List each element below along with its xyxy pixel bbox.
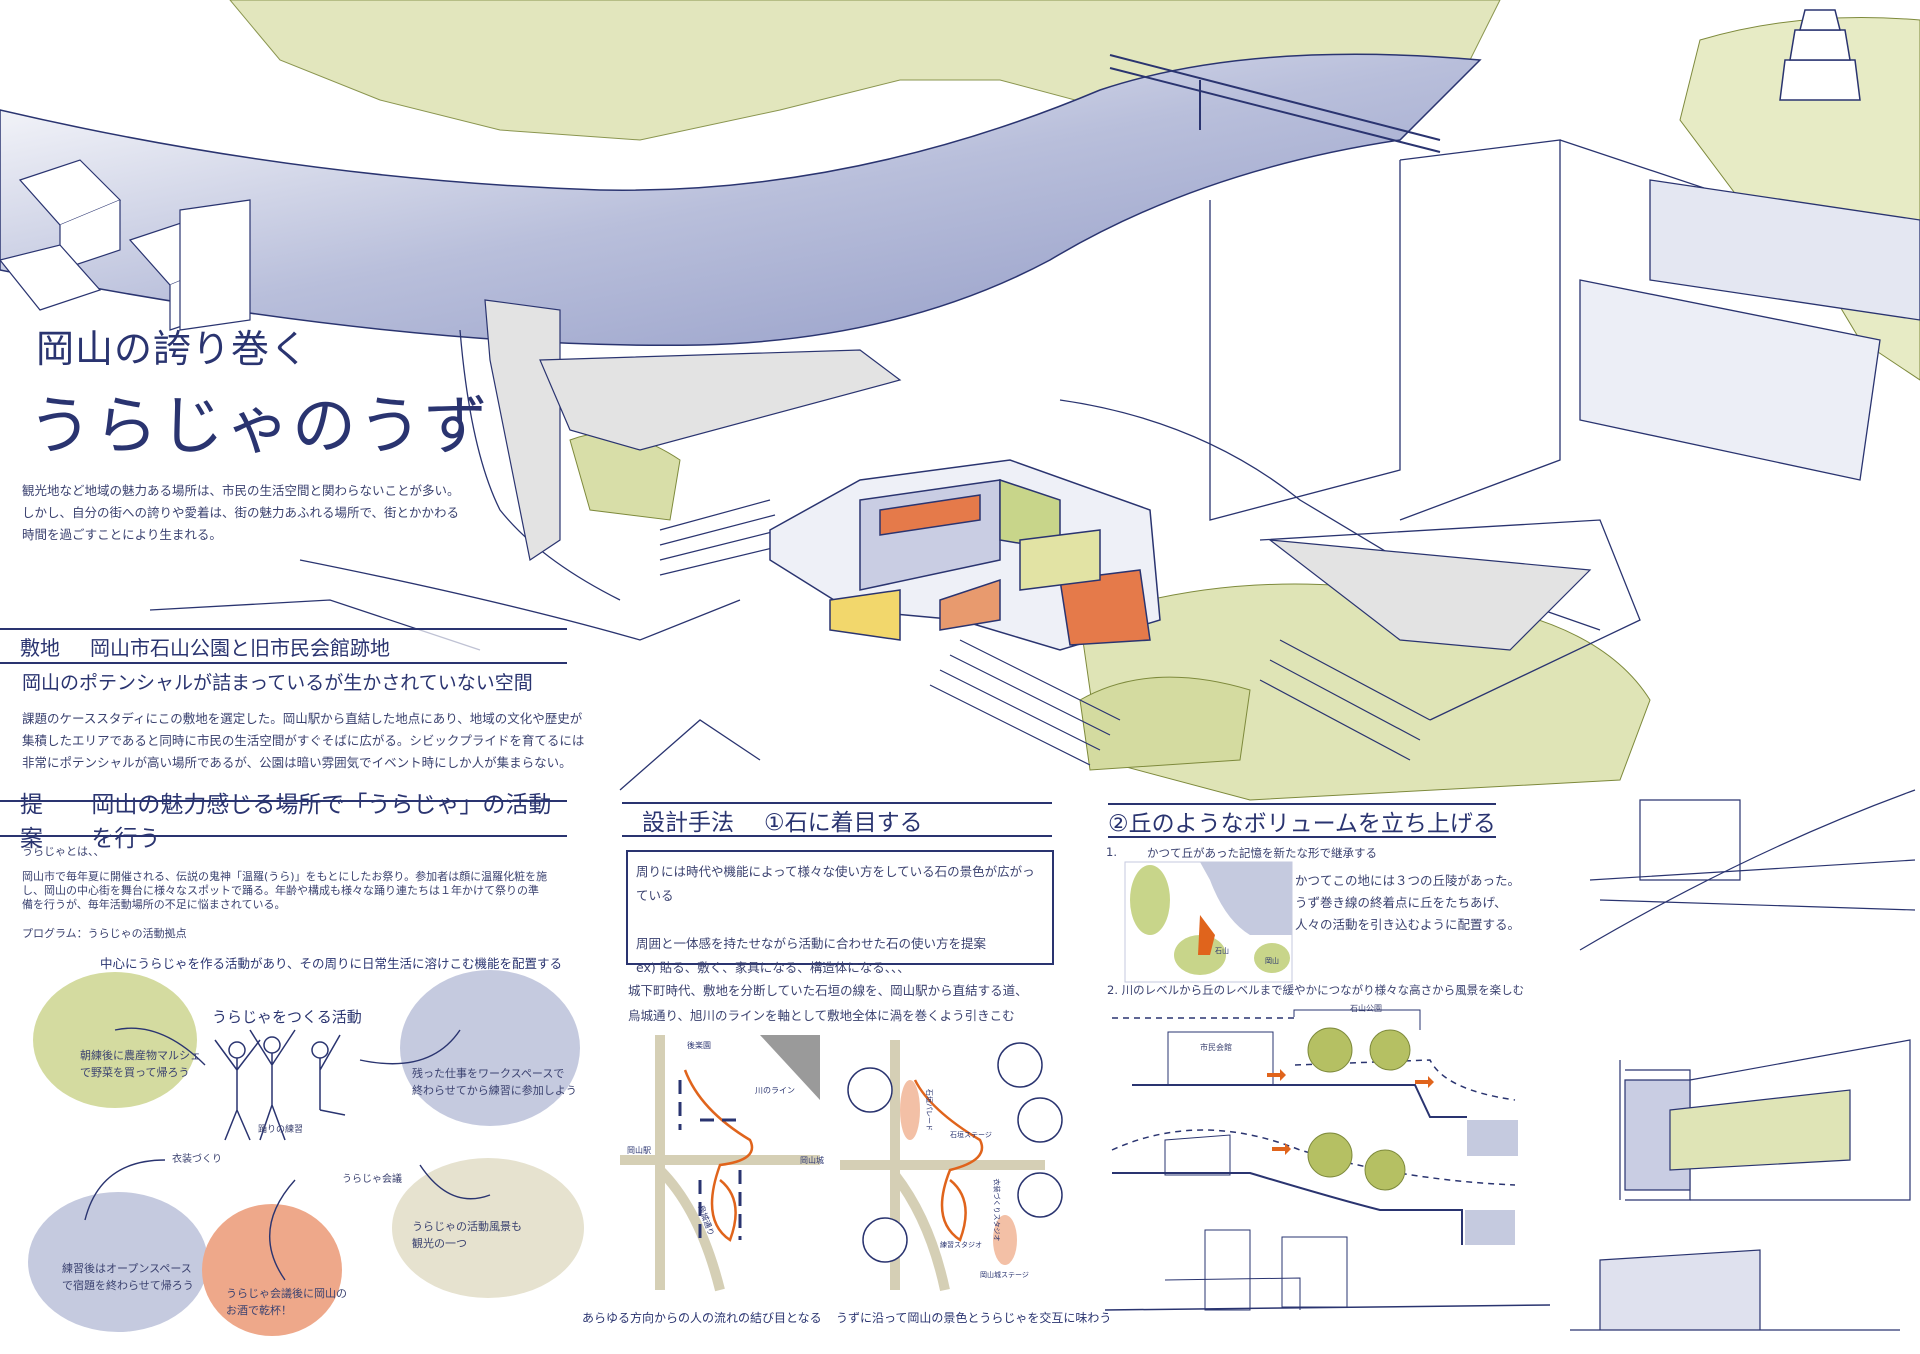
bubble-text: 終わらせてから練習に参加しよう [412, 1084, 577, 1097]
hill-label-ishiyama: 石山 [1215, 947, 1229, 955]
activity-costume: 衣装づくり [172, 1154, 222, 1165]
step1-body-line: うず巻き線の終着点に丘をたちあげ、 [1295, 895, 1507, 910]
castle-icon [1779, 9, 1861, 101]
plazas [484, 299, 1592, 651]
bubble-text: うらじゃ会議後に岡山の [226, 1287, 347, 1300]
bubble-text: 観光の一つ [412, 1237, 467, 1250]
step1-body-line: かつてこの地には３つの丘陵があった。 [1295, 873, 1521, 888]
bubble-text: で野菜を買って帰ろう [80, 1066, 190, 1079]
method2-title: ②丘のようなボリュームを立ち上げる [1108, 810, 1496, 837]
hills-map [1124, 861, 1293, 983]
method1-box: 周りには時代や機能によって様々な使い方をしている石の景色が広がっている 周囲と一… [626, 850, 1054, 975]
bubble-work: 残った仕事をワークスペースで終わらせてから練習に参加しよう [412, 1065, 577, 1099]
site-body: 課題のケーススタディにこの敷地を選定した。岡山駅から直結した地点にあり、地域の文… [22, 708, 584, 774]
map2-label-castle-stage: 岡山城ステージ [980, 1271, 1029, 1279]
map2-label-parade: 石垣パレード [925, 1089, 933, 1131]
section-label-park: 石山公園 [1350, 1004, 1382, 1013]
map2-label-studio: 衣装づくりスタジオ [992, 1178, 1001, 1242]
bubble-study-bg [28, 1192, 208, 1332]
proposal-header: 提案 岡山の魅力感じる場所で「うらじゃ」の活動を行う [0, 792, 567, 852]
site-subtitle: 岡山のポテンシャルが詰まっているが生かされていない空間 [22, 672, 533, 694]
swirl-map-left [620, 1035, 820, 1292]
bubble-text: うらじゃの活動風景も [412, 1220, 522, 1233]
river [0, 53, 1482, 347]
central-building [769, 459, 1161, 651]
proposal-title: 岡山の魅力感じる場所で「うらじゃ」の活動を行う [91, 791, 552, 852]
activity-meeting: うらじゃ会議 [342, 1174, 402, 1185]
intro-line: 時間を過ごすことにより生まれる。 [22, 527, 222, 542]
swirl-map-right [840, 1040, 1063, 1292]
map-label-river: 川のライン [755, 1086, 795, 1095]
method2-header: ②丘のようなボリュームを立ち上げる [1108, 803, 1496, 838]
bubble-text: 朝練後に農産物マルシェ [80, 1049, 201, 1062]
map-label-garden: 後楽園 [687, 1041, 711, 1050]
caption-left: あらゆる方向からの人の流れの結び目となる [582, 1311, 822, 1325]
method1-header: 設計手法 ①石に着目する [622, 802, 1052, 837]
step1-body: かつてこの地には３つの丘陵があった。 うず巻き線の終着点に丘をたちあげ、 人々の… [1295, 870, 1520, 936]
map2-label-stage: 石垣ステージ [950, 1131, 992, 1139]
stairs [659, 499, 1431, 766]
intro-line: 観光地など地域の魅力ある場所は、市民の生活空間と関わらないことが多い。 [22, 483, 460, 498]
concept-text: 中心にうらじゃを作る活動があり、その周りに日常生活に溶けこむ機能を配置する [100, 956, 563, 971]
bubble-study: 練習後はオープンスペースで宿題を終わらせて帰ろう [62, 1260, 194, 1294]
dancers-sketch [214, 1029, 346, 1141]
section-label-hall: 市民会館 [1200, 1043, 1232, 1052]
houses [0, 159, 251, 331]
bubble-text: で宿題を終わらせて帰ろう [62, 1279, 194, 1292]
hill-label-okayama: 岡山 [1265, 957, 1279, 965]
caption-right: うずに沿って岡山の景色とうらじゃを交互に味わう [836, 1311, 1112, 1325]
perspective-sketches [1570, 789, 1916, 1331]
uraja-what-is: うらじゃとは、、 [22, 845, 105, 858]
proposal-label: 提案 [20, 791, 43, 852]
method1-title: ①石に着目する [764, 809, 923, 836]
site-body-line: 非常にポテンシャルが高い場所であるが、公園は暗い雰囲気でイベント時にしか人が集ま… [22, 755, 572, 770]
site-header: 敷地 岡山市石山公園と旧市民会館跡地 [0, 628, 567, 664]
title-line-2: うらじゃのうず [28, 390, 490, 464]
program-text: プログラム：うらじゃの活動拠点 [22, 927, 187, 940]
box-line: 周囲と一体感を持たせながら活動に合わせた石の使い方を提案 [636, 936, 987, 951]
box-line: 周りには時代や機能によって様々な使い方をしている石の景色が広がっている [636, 864, 1035, 903]
site-body-line: 集積したエリアであると同時に市民の生活空間がすぐそばに広がる。シビックプライドを… [22, 733, 585, 748]
center-activity-label: うらじゃをつくる活動 [212, 1008, 362, 1026]
intro-line: しかし、自分の街への誇りや愛着は、街の魅力あふれる場所で、街とかかわる [22, 505, 460, 520]
box-line: ex) 貼る、敷く、家具になる、構造体になる、、、 [636, 960, 910, 975]
site-label: 敷地 [20, 635, 60, 660]
method1-label: 設計手法 [642, 809, 734, 836]
bubble-tourism-bg [392, 1158, 584, 1298]
method1-body-line: 烏城通り、旭川のラインを軸として敷地全体に渦を巻くよう引きこむ [628, 1008, 1015, 1023]
proposal-body-line: 備を行うが、毎年活動場所の不足に悩まされている。 [22, 898, 286, 911]
method1-body: 城下町時代、敷地を分断していた石垣の線を、岡山駅から直結する道、 烏城通り、旭川… [628, 978, 1028, 1028]
intro-text: 観光地など地域の魅力ある場所は、市民の生活空間と関わらないことが多い。 しかし、… [22, 480, 460, 546]
bubble-work-bg [400, 970, 580, 1126]
site-title: 岡山市石山公園と旧市民会館跡地 [90, 635, 390, 660]
sections [1104, 1009, 1551, 1311]
step1-body-line: 人々の活動を引き込むように配置する。 [1295, 917, 1521, 932]
map-label-station: 岡山駅 [627, 1146, 651, 1155]
method1-body-line: 城下町時代、敷地を分断していた石垣の線を、岡山駅から直結する道、 [628, 983, 1028, 998]
map-label-castle: 岡山城 [800, 1156, 824, 1165]
site-body-line: 課題のケーススタディにこの敷地を選定した。岡山駅から直結した地点にあり、地域の文… [22, 711, 583, 726]
title-line-1: 岡山の誇り巻く [36, 327, 310, 371]
forest-canopy [229, 0, 1920, 801]
bubble-tourism: うらじゃの活動風景も観光の一つ [412, 1218, 522, 1252]
step2-text: 2. 川のレベルから丘のレベルまで緩やかにつながり様々な高さから風景を楽しむ [1107, 983, 1525, 997]
bubble-text: 残った仕事をワークスペースで [412, 1067, 565, 1080]
bubble-text: お酒で乾杯！ [226, 1304, 292, 1317]
map2-label-practice: 練習スタジオ [940, 1241, 982, 1249]
flow-arrows [1267, 1069, 1434, 1155]
proposal-body-line: し、岡山の中心街を舞台に様々なスポットで踊る。年齢や構成も様々な踊り連たちは１年… [22, 884, 539, 897]
bubble-market-bg [33, 972, 197, 1108]
bubble-text: 練習後はオープンスペース [62, 1262, 192, 1275]
bridge [1109, 54, 1441, 153]
step1-text: かつて丘があった記憶を新たな形で継承する [1147, 846, 1377, 860]
bubble-market: 朝練後に農産物マルシェで野菜を買って帰ろう [80, 1047, 201, 1081]
bubble-drink-bg [202, 1204, 342, 1336]
activity-dance: 踊りの練習 [258, 1125, 304, 1135]
bubble-drink: うらじゃ会議後に岡山のお酒で乾杯！ [226, 1285, 347, 1319]
proposal-body-line: 岡山市で毎年夏に開催される、伝説の鬼神「温羅(うら)」をもとにしたお祭り。参加者… [22, 870, 548, 883]
proposal-body: 岡山市で毎年夏に開催される、伝説の鬼神「温羅(うら)」をもとにしたお祭り。参加者… [22, 870, 547, 912]
step1-number: 1. [1106, 845, 1117, 859]
